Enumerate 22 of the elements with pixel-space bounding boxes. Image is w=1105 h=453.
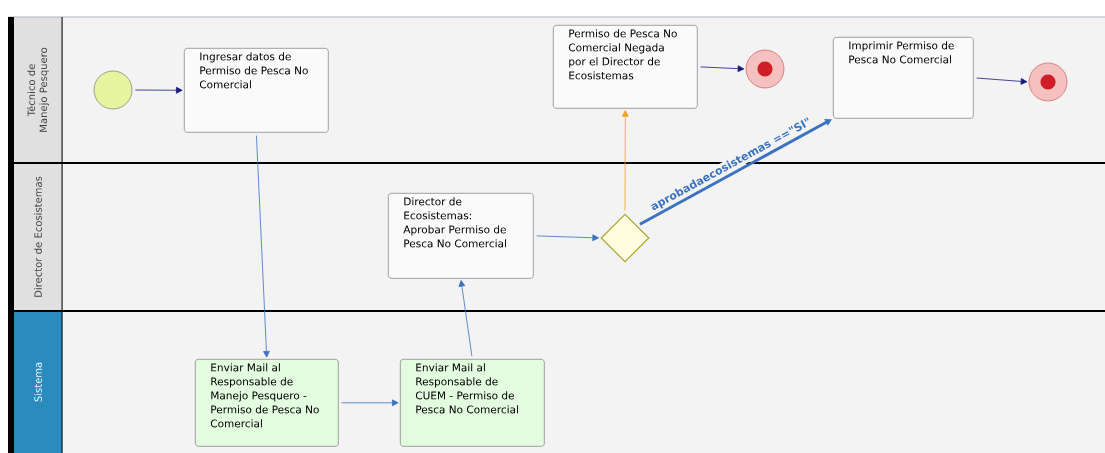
task-box: Enviar Mail al Responsable de Manejo Pesquero - Permiso de Pesca No Comercial — [195, 359, 339, 447]
arrow — [458, 280, 473, 357]
end-event-circle — [745, 49, 785, 89]
task-box: Permiso de Pesca No Comercial Negada por el Director de Ecosistemas — [553, 25, 698, 109]
node-label: Sistema — [34, 362, 42, 402]
task-box: Imprimir Permiso de Pesca No Comercial — [833, 37, 974, 119]
arrow — [700, 65, 745, 72]
arrow — [536, 234, 599, 242]
arrow — [341, 399, 399, 407]
task-box: Director de Ecosistemas: Aprobar Permiso de Pesca No Comercial — [388, 193, 534, 279]
node-label: Técnico de Manejo Pesquero — [26, 47, 50, 132]
task-box: Enviar Mail al Responsable de CUEM - Permiso de Pesca No Comercial — [400, 359, 545, 447]
gateway-diamond — [600, 213, 650, 263]
arrow — [256, 135, 270, 358]
task-box: Ingresar datos de Permiso de Pesca No Comercial — [184, 48, 329, 133]
arrow — [621, 110, 629, 211]
node-label: Director de Ecosistemas — [34, 176, 42, 297]
arrow — [639, 119, 832, 226]
end-event-circle — [1028, 62, 1068, 102]
start-event-circle — [93, 70, 133, 110]
arrow — [134, 86, 183, 94]
arrow — [976, 77, 1028, 85]
